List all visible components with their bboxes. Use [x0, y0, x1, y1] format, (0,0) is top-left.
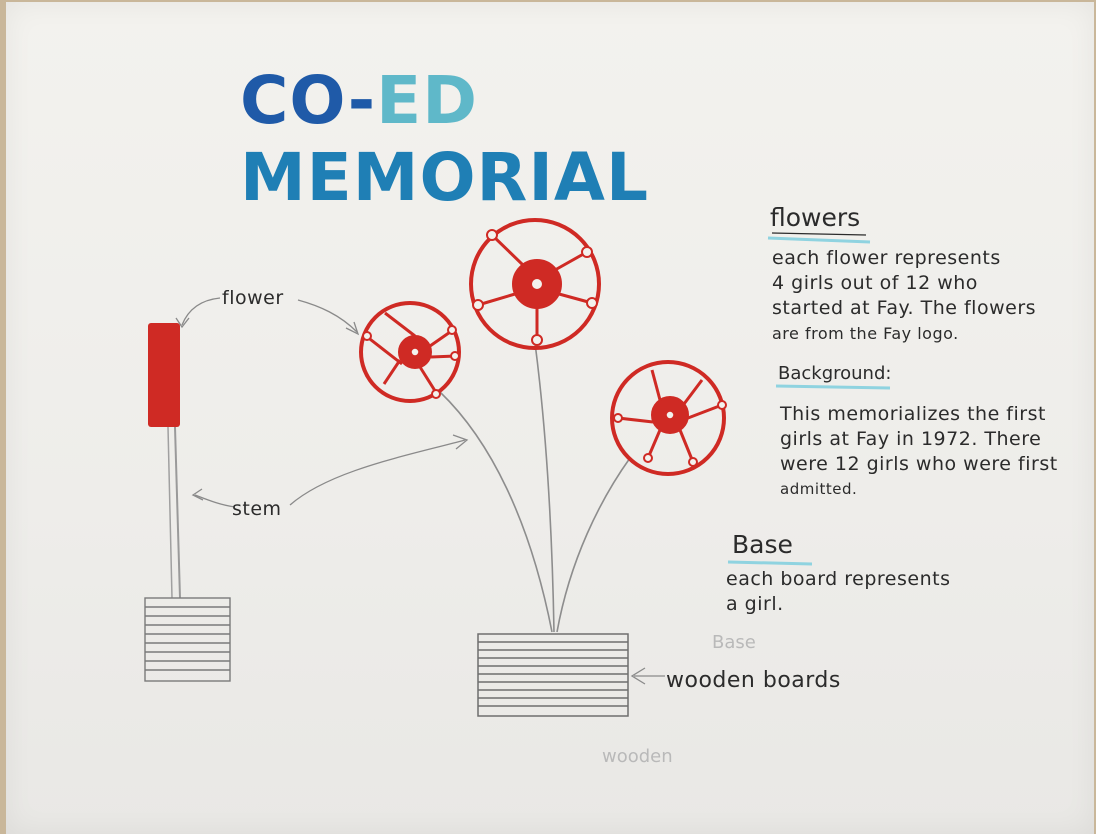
flower-right — [610, 360, 727, 476]
base-underline — [727, 560, 813, 566]
heading-base: Base — [732, 530, 793, 559]
notes-background: This memorializes the first girls at Fay… — [780, 402, 1080, 502]
notes-base: each board represents a girl. — [726, 567, 986, 617]
notes-base-line: a girl. — [726, 593, 784, 615]
flower-left — [359, 301, 461, 403]
paper-sheet — [6, 2, 1094, 834]
title-part-memorial: MEMORIAL — [240, 139, 650, 216]
notes-flowers-line: 4 girls out of 12 who — [772, 272, 978, 294]
flowers-underline — [767, 236, 871, 244]
notes-flowers-line: each flower represents — [772, 247, 1001, 269]
notes-background-line: admitted. — [780, 480, 858, 498]
flower-arrow-left — [181, 297, 221, 326]
notes-flowers: each flower represents 4 girls out of 12… — [772, 246, 1087, 346]
notes-flowers-line: are from the Fay logo. — [772, 324, 959, 343]
background-underline — [775, 384, 891, 390]
label-faint-base: Base — [712, 632, 756, 653]
heading-flowers: flowers — [770, 203, 861, 232]
side-stem — [174, 426, 181, 599]
title-co-ed-memorial: CO-EDMEMORIAL — [240, 62, 850, 216]
heading-background: Background: — [778, 363, 892, 384]
label-flower: flower — [222, 287, 284, 309]
notes-background-line: This memorializes the first — [780, 403, 1046, 425]
flower-center — [469, 218, 601, 350]
side-flower-block — [148, 323, 180, 427]
label-stem: stem — [232, 498, 282, 520]
notes-background-line: were 12 girls who were first — [780, 453, 1058, 475]
side-base-boards — [144, 597, 231, 682]
notes-background-line: girls at Fay in 1972. There — [780, 428, 1042, 450]
stem-arrow-right — [289, 439, 466, 506]
notes-base-line: each board represents — [726, 568, 951, 590]
stem-right — [556, 457, 631, 633]
stem-arrow-left — [194, 494, 236, 508]
flower-arrow-right — [297, 299, 358, 333]
stem-center — [534, 342, 555, 633]
notes-flowers-line: started at Fay. The flowers — [772, 297, 1037, 319]
title-part-ed: ED — [376, 62, 479, 139]
main-base-boards — [477, 633, 629, 717]
title-part-co: CO- — [240, 62, 377, 139]
label-faint-wooden: wooden — [602, 746, 673, 767]
label-wooden-boards: wooden boards — [666, 668, 841, 693]
stem-left — [439, 391, 553, 633]
